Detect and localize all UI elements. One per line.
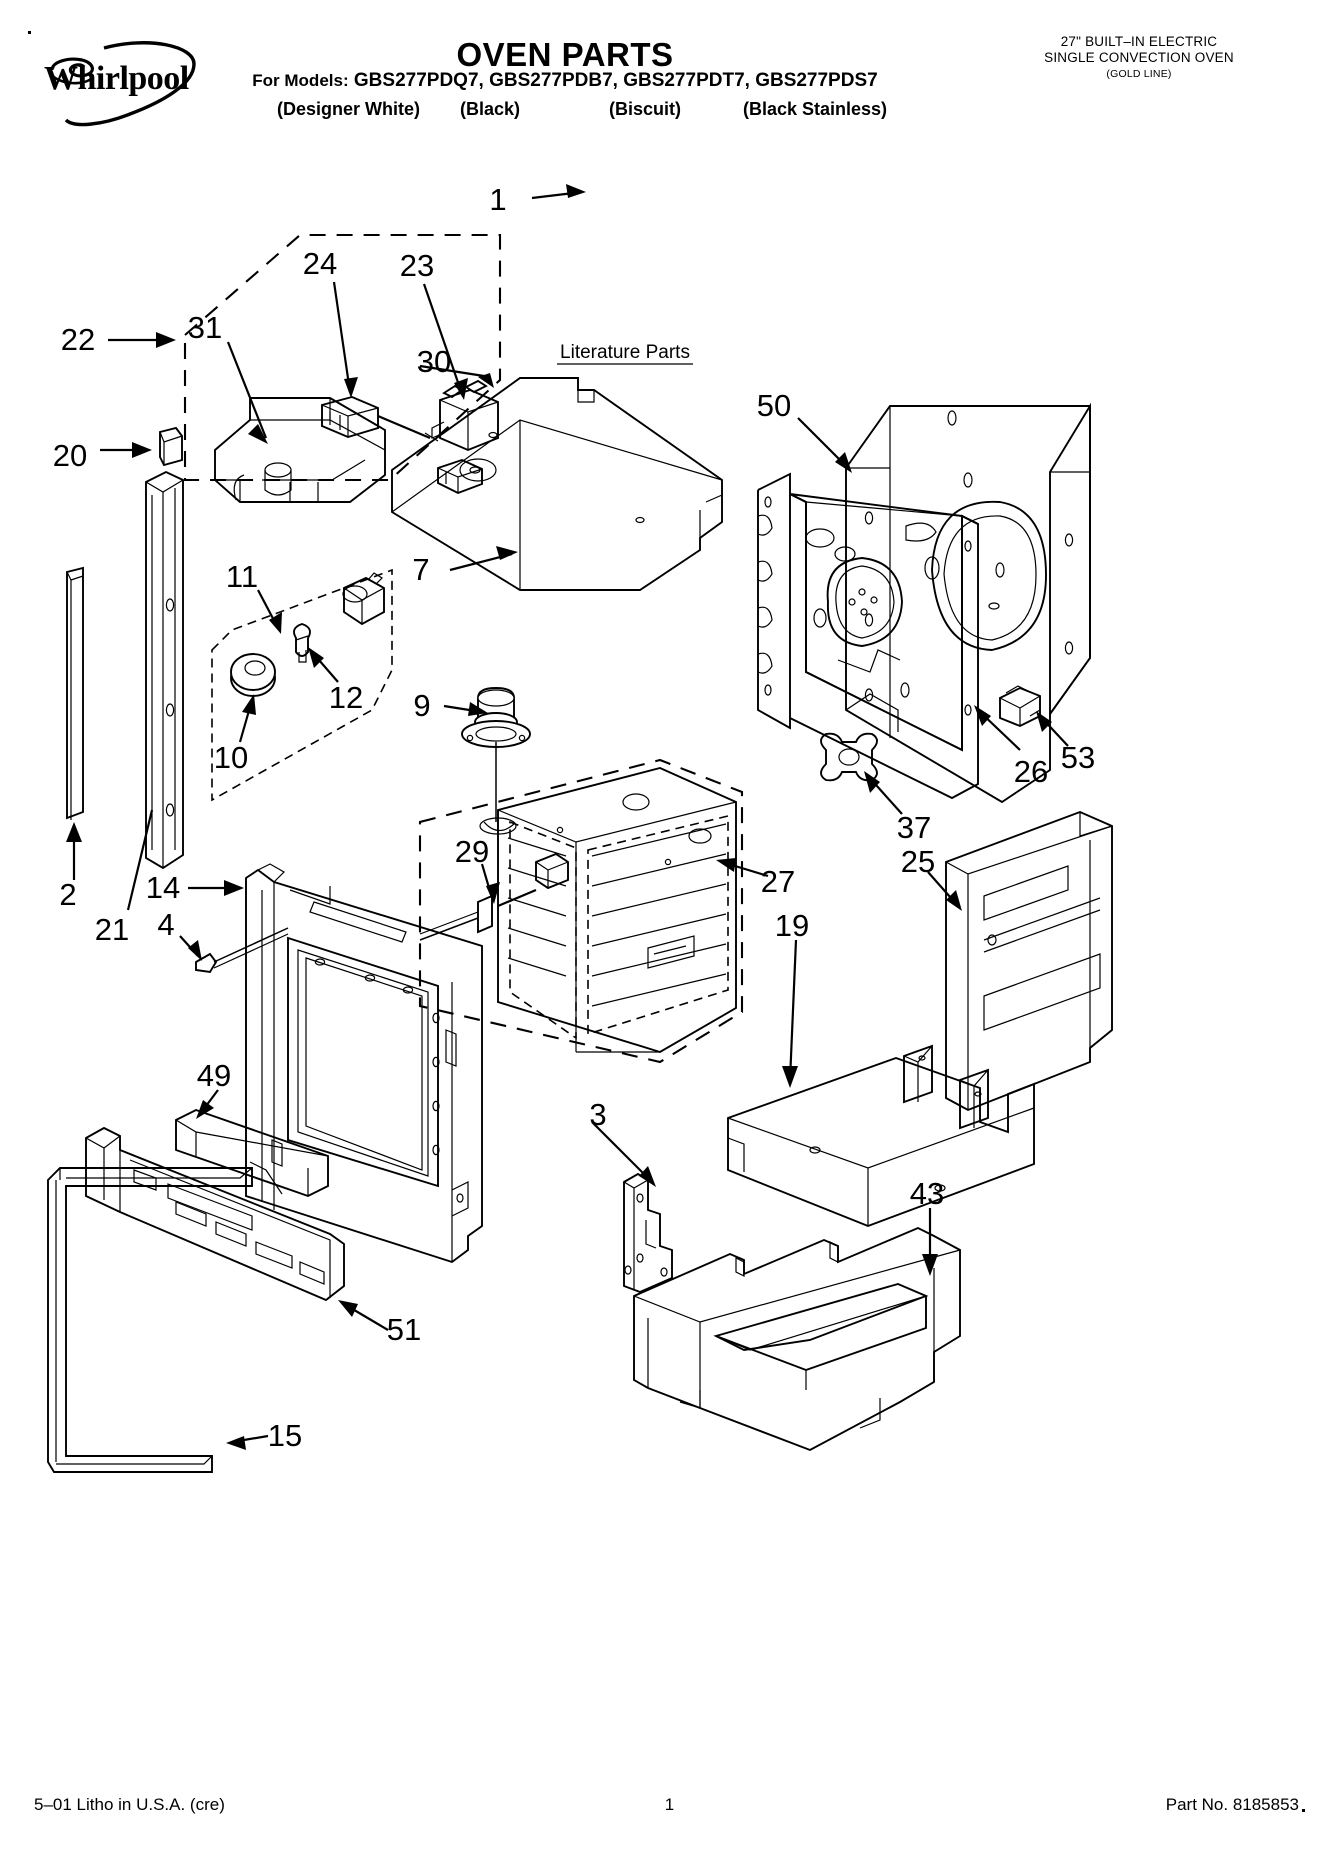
- callout-37: 37: [897, 810, 931, 845]
- part-number: Part No. 8185853: [1165, 1795, 1299, 1814]
- part-side-access-panel-25: [945, 810, 1113, 1112]
- part-mounting-bracket-3: [623, 1172, 673, 1294]
- literature-parts-label: Literature Parts: [560, 342, 690, 363]
- callout-2: 2: [59, 877, 76, 912]
- group-label-literature-parts: Literature Parts: [557, 342, 693, 365]
- callout-53: 53: [1061, 740, 1095, 775]
- models-prefix: For Models:: [252, 71, 349, 90]
- callout-31: 31: [188, 310, 222, 345]
- finish-option: (Biscuit): [609, 99, 681, 119]
- part-oven-top-panel-7: [391, 377, 723, 591]
- litho-info: 5–01 Litho in U.S.A. (cre): [34, 1795, 225, 1814]
- registration-mark-bottom: [1302, 1809, 1305, 1812]
- callout-3: 3: [589, 1097, 606, 1132]
- callout-22: 22: [61, 322, 95, 357]
- finish-option: (Black Stainless): [742, 99, 888, 119]
- callout-29: 29: [455, 834, 489, 869]
- registration-mark: [28, 31, 31, 34]
- finish-option: (Black): [459, 99, 521, 119]
- callout-11: 11: [226, 559, 258, 594]
- callout-20: 20: [53, 438, 87, 473]
- callout-24: 24: [303, 246, 337, 281]
- callout-50: 50: [757, 388, 791, 423]
- models-list: GBS277PDQ7, GBS277PDB7, GBS277PDT7, GBS2…: [353, 70, 878, 91]
- spec-line-type: SINGLE CONVECTION OVEN: [1044, 50, 1234, 65]
- finish-options-row: (Designer White) (Black) (Biscuit) (Blac…: [230, 99, 900, 120]
- part-lower-trim-strip-49: [175, 1108, 329, 1198]
- part-screw-4: [195, 927, 289, 974]
- part-side-trim-channel-21: [145, 470, 184, 870]
- model-spec-block: 27" BUILT–IN ELECTRIC SINGLE CONVECTION …: [969, 34, 1309, 82]
- callout-30: 30: [417, 344, 451, 379]
- part-control-assembly-group-22: [183, 233, 502, 503]
- callout-numbers: 1 2 3 4 7 9 10 11 12 14 15 19 20 21 22 2…: [53, 182, 1095, 1453]
- part-convection-fan-blade-37: [820, 732, 878, 782]
- callout-51: 51: [387, 1312, 421, 1347]
- part-lamp-socket: [342, 572, 385, 626]
- part-rear-rail-26: [757, 472, 979, 800]
- spec-line-series: (GOLD LINE): [1106, 68, 1172, 80]
- part-door-gasket-seal-15: [47, 1167, 253, 1473]
- callout-1: 1: [489, 182, 506, 217]
- part-front-trim-panel-51: [85, 1126, 345, 1302]
- part-knob-group-11: [211, 568, 393, 802]
- callout-4: 4: [157, 907, 174, 942]
- part-bottom-cover-panel-19: [727, 1044, 1035, 1228]
- callout-27: 27: [761, 864, 795, 899]
- finish-option: (Designer White): [276, 99, 420, 119]
- callout-12: 12: [329, 680, 363, 715]
- part-oven-base-pan-43: [633, 1226, 961, 1452]
- callout-23: 23: [400, 248, 434, 283]
- callout-14: 14: [146, 870, 180, 905]
- callout-9: 9: [413, 688, 430, 723]
- callout-10: 10: [214, 740, 248, 775]
- spec-line-size: 27" BUILT–IN ELECTRIC: [1060, 34, 1218, 49]
- callout-7: 7: [412, 552, 429, 587]
- part-oven-cavity-liner-27: [418, 758, 744, 1064]
- exploded-parts-diagram: 1 2 3 4 7 9 10 11 12 14 15 19 20 21 22 2…: [0, 150, 1339, 1790]
- callout-49: 49: [197, 1058, 231, 1093]
- callout-leader-lines: [66, 184, 1069, 1450]
- part-rear-panel-blower-housing-50: [845, 402, 1091, 804]
- model-numbers-line: For Models: GBS277PDQ7, GBS277PDB7, GBS2…: [230, 70, 900, 92]
- part-control-knob-10: [230, 653, 276, 697]
- page-title: OVEN PARTS: [456, 36, 674, 73]
- whirlpool-swirl-logo: [44, 40, 234, 130]
- part-indicator-light-12: [293, 622, 311, 663]
- brand-wordmark: Whirlpool: [44, 60, 189, 97]
- page-number: 1: [664, 1795, 675, 1814]
- part-side-trim-rod-2: [66, 566, 84, 820]
- callout-21: 21: [95, 912, 129, 947]
- callout-19: 19: [775, 908, 809, 943]
- part-thermostat-sensor-9: [461, 687, 531, 835]
- page-header: Whirlpool OVEN PARTS For Models: GBS277P…: [0, 0, 1339, 150]
- callout-15: 15: [268, 1418, 302, 1453]
- callout-43: 43: [910, 1176, 944, 1211]
- callout-25: 25: [901, 844, 935, 879]
- part-door-frame-panel-14: [245, 863, 483, 1264]
- part-clip-bracket-53: [999, 685, 1041, 728]
- callout-26: 26: [1014, 754, 1048, 789]
- part-end-cap-20: [159, 426, 183, 467]
- page-footer: 5–01 Litho in U.S.A. (cre) 1 Part No. 81…: [0, 1795, 1339, 1825]
